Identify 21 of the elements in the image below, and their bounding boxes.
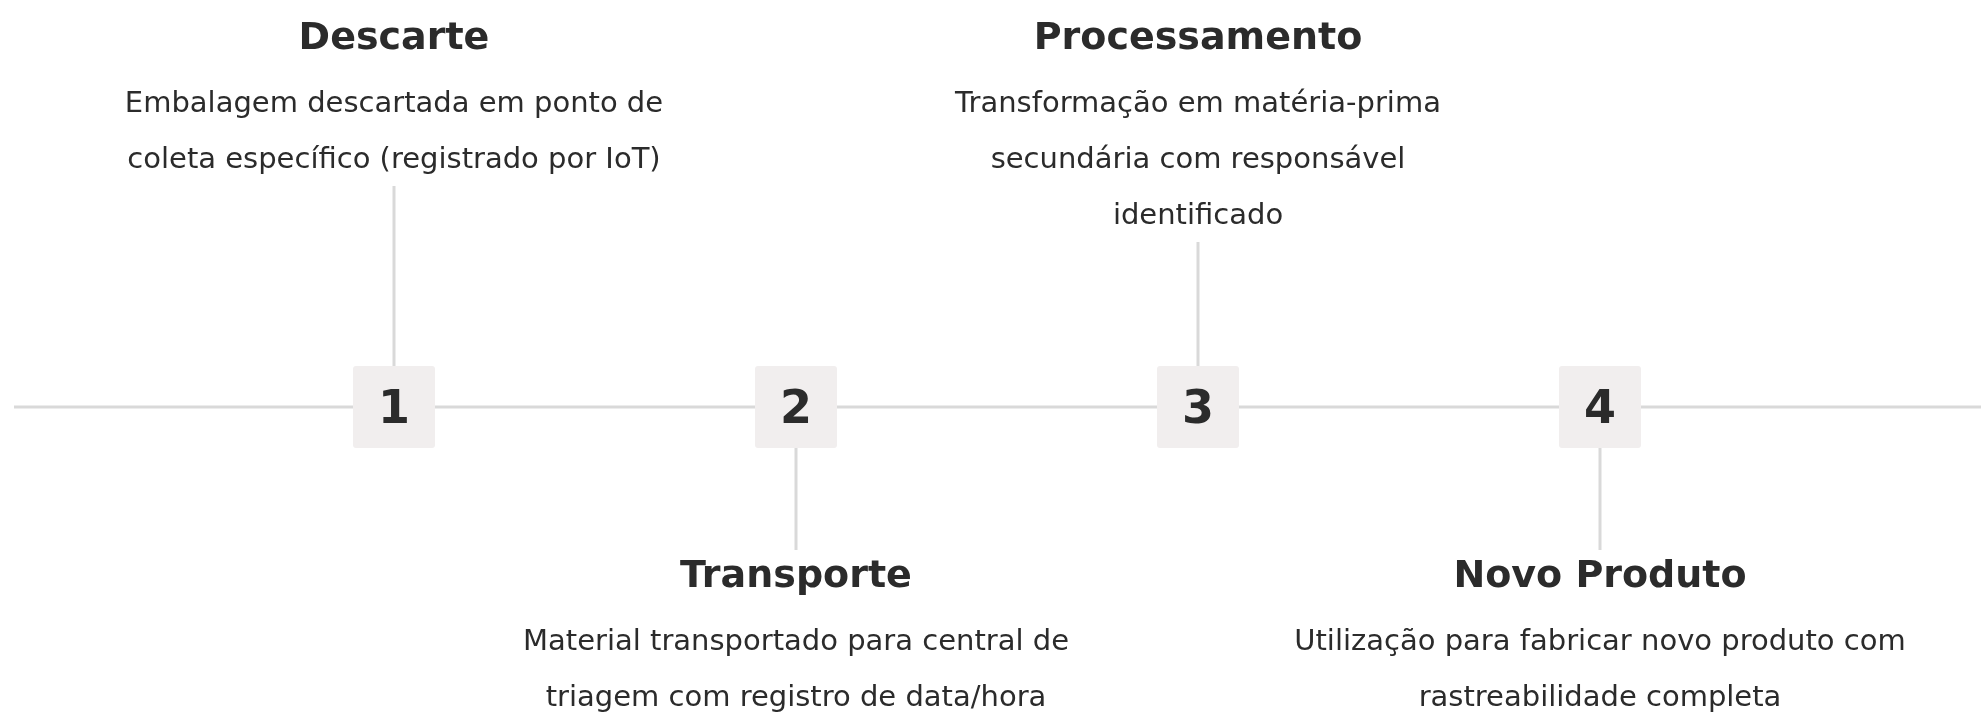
connector-line (1598, 448, 1602, 550)
timeline-line (435, 405, 755, 409)
timeline-line (1239, 405, 1559, 409)
timeline-line (1641, 405, 1981, 409)
timeline-line (14, 405, 353, 409)
connector-line (1196, 242, 1200, 366)
step-description: Embalagem descartada em ponto de coleta específico (registrado por IoT) (123, 84, 665, 177)
step-description: Material transportado para central de triagem com registro de data/hora (522, 622, 1070, 715)
step-number: 1 (353, 366, 435, 448)
connector-line (794, 448, 798, 550)
step-description: Utilização para fabricar novo produto com rastreabilidade completa (1293, 622, 1907, 715)
step-number: 3 (1157, 366, 1239, 448)
timeline-line (837, 405, 1157, 409)
step-title: Novo Produto (1452, 551, 1748, 598)
step-title: Processamento (1032, 13, 1364, 60)
step-number: 4 (1559, 366, 1641, 448)
step-number: 2 (755, 366, 837, 448)
step-title: Descarte (297, 13, 491, 60)
connector-line (392, 186, 396, 366)
step-title: Transporte (679, 551, 913, 598)
step-description: Transformação em matéria-prima secundária com responsável identificado (954, 84, 1442, 233)
